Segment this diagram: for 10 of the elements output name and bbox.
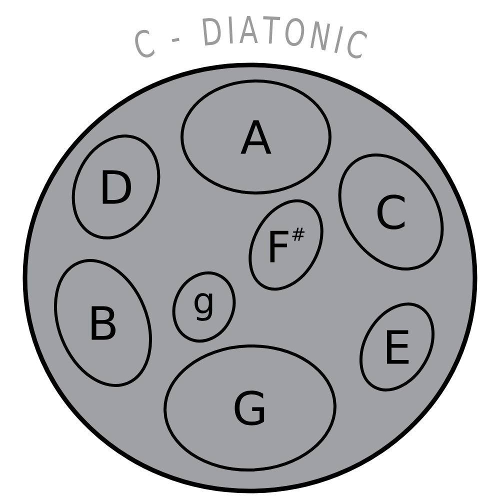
- tone-field: F$^{#}$: [248, 199, 324, 291]
- tone-field: G: [164, 344, 336, 472]
- tone-field: E: [360, 302, 434, 392]
- tone-field: C: [338, 154, 444, 270]
- tone-field: A: [180, 80, 332, 194]
- tone-field: g: [172, 272, 236, 342]
- drum-body: [22, 62, 478, 494]
- title: C - DIATONIC: [135, 16, 368, 58]
- tone-field: D: [72, 134, 160, 240]
- tone-field: B: [54, 259, 152, 387]
